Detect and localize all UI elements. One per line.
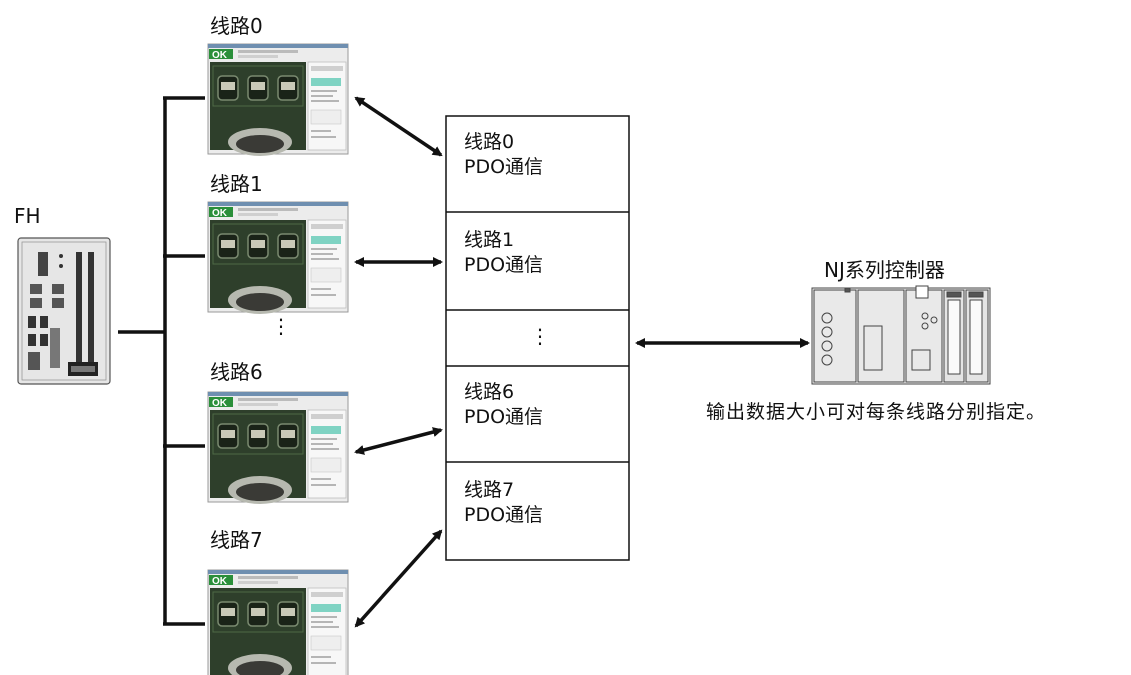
pdo-stack xyxy=(445,115,630,561)
output-size-note: 输出数据大小可对每条线路分别指定。 xyxy=(706,401,1047,423)
line6-screen-label: 线路6 xyxy=(210,360,263,384)
fh-device-icon xyxy=(17,237,111,385)
line7-screenshot-image xyxy=(207,569,349,675)
pdo-comm-label: PDO通信 xyxy=(464,254,544,276)
pdo-box-6: 线路6 PDO通信 xyxy=(464,380,543,430)
fh-device-label: FH xyxy=(14,204,41,228)
pdo-line-label: 线路1 xyxy=(464,229,515,251)
pdo-box-1: 线路1 PDO通信 xyxy=(464,228,543,278)
pdo-comm-label: PDO通信 xyxy=(464,504,544,526)
line0-screenshot-image xyxy=(207,43,349,157)
line0-arrow xyxy=(354,96,443,157)
line1-screenshot-image xyxy=(207,201,349,315)
pdo-comm-label: PDO通信 xyxy=(464,156,544,178)
line1-screen-label: 线路1 xyxy=(210,172,263,196)
nj-controller-icon xyxy=(811,285,991,385)
line7-screen-label: 线路7 xyxy=(210,528,263,552)
pdo-box-7: 线路7 PDO通信 xyxy=(464,478,543,528)
screens-ellipsis: ⋮ xyxy=(271,314,291,338)
line7-arrow xyxy=(354,529,443,628)
pdo-line-label: 线路6 xyxy=(464,381,515,403)
pdo-line-label: 线路0 xyxy=(464,131,515,153)
pdo-comm-label: PDO通信 xyxy=(464,406,544,428)
pdo-box-0: 线路0 PDO通信 xyxy=(464,130,543,180)
nj-controller-label: NJ系列控制器 xyxy=(824,258,945,282)
line6-screenshot-image xyxy=(207,391,349,505)
pdo-ellipsis: ⋮ xyxy=(530,324,550,348)
line6-arrow xyxy=(354,427,443,455)
line0-screen-label: 线路0 xyxy=(210,14,263,38)
pdo-line-label: 线路7 xyxy=(464,479,515,501)
connector-tree xyxy=(118,96,205,626)
